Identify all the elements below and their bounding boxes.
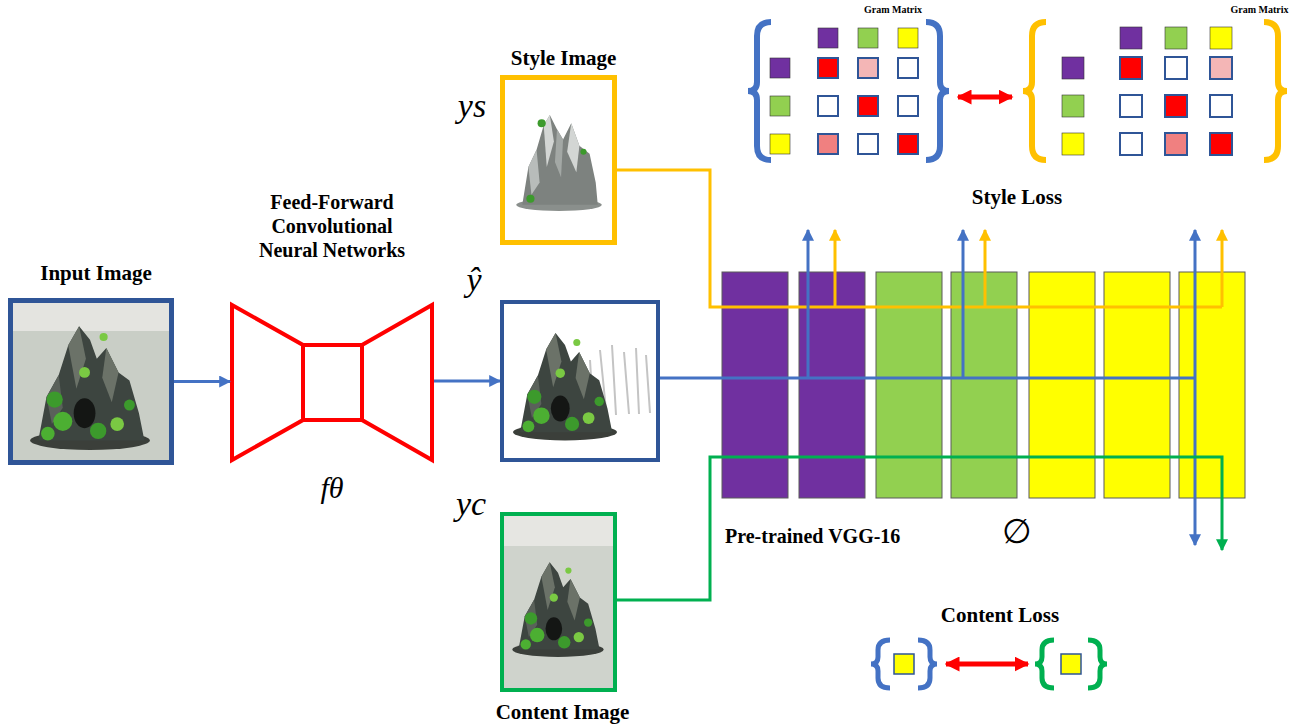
gram-matrix-drawing <box>748 22 1287 160</box>
vgg-network: Pre-trained VGG-16 ∅ <box>722 272 1245 557</box>
image-symbol: ys <box>447 86 497 127</box>
gram-feed <box>1221 230 1224 272</box>
network-title: Pre-trained VGG-16 <box>725 524 965 548</box>
network-symbol: ∅ <box>990 512 1044 553</box>
content-photo <box>504 516 613 688</box>
network-title: Feed-Forward Convolutional Neural Networ… <box>247 190 417 262</box>
input-photo <box>13 303 169 460</box>
content-image: ycContent Image <box>500 512 617 692</box>
image-flow <box>174 380 230 383</box>
loss-label: Style Loss <box>952 185 1082 210</box>
image-title: Content Image <box>469 700 656 725</box>
network-symbol: fθ <box>230 470 434 506</box>
feature-feed <box>617 457 722 600</box>
encoder-decoder-shape <box>232 305 432 460</box>
output-photo <box>504 304 656 458</box>
content-loss-drawing <box>871 640 1107 688</box>
feature-lines <box>722 230 1222 550</box>
feed-forward-network: Feed-Forward Convolutional Neural Networ… <box>230 190 434 510</box>
image-symbol: yc <box>446 484 496 525</box>
image-title: Style Image <box>480 46 647 71</box>
loss-label: Content Loss <box>925 603 1075 628</box>
gram-matrix: Gram Matrix <box>748 4 958 228</box>
output-image: ŷ <box>500 300 660 462</box>
style-photo <box>505 80 612 240</box>
image-title: Input Image <box>1 261 191 286</box>
matrix-title: Gram Matrix <box>1222 4 1297 16</box>
style-loss-arrow <box>958 95 1012 100</box>
input-image: Input Image <box>8 298 174 465</box>
feature-feed <box>617 170 722 307</box>
gram-feed <box>807 230 810 272</box>
matrix-title: Gram Matrix <box>848 4 938 16</box>
image-symbol: ŷ <box>454 260 494 301</box>
feature-feed <box>660 377 722 380</box>
image-flow <box>434 380 500 383</box>
style-image: Style Imageys <box>500 75 617 245</box>
